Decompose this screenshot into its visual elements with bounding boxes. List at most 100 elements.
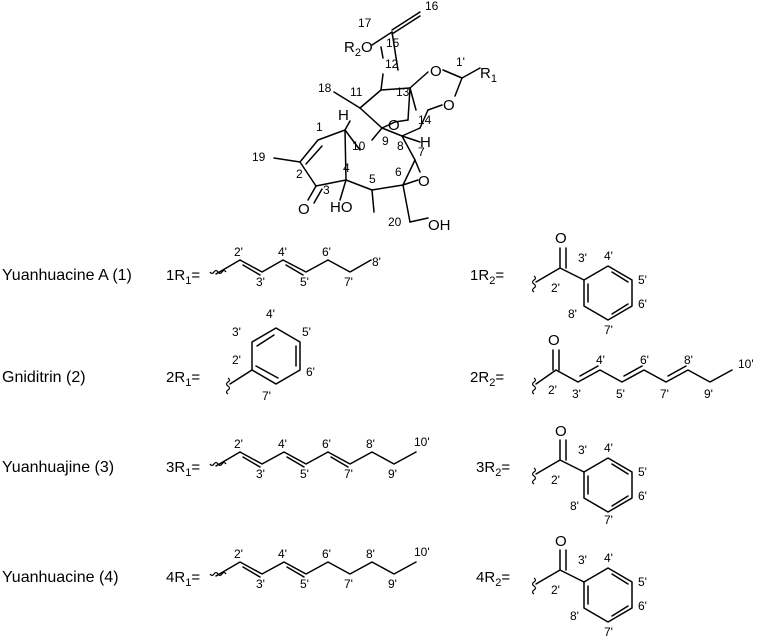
atom-number-label: O: [555, 423, 567, 440]
phenyl-group: [229, 369, 253, 385]
atom-number-label: 9': [388, 467, 397, 481]
atom-number-label: 6': [638, 599, 647, 613]
atom-number-label: O: [555, 230, 567, 247]
atom-number-label: 2': [551, 583, 560, 597]
row-yuanhuacine: Yuanhuacine (4) 4R1= 2' 3' 4' 5' 6' 7' 8…: [2, 533, 647, 639]
core-number: 12: [385, 57, 399, 71]
atom-number-label: 2': [551, 473, 560, 487]
bond-line: [242, 264, 304, 276]
bond-line: [371, 189, 375, 213]
bond-line: [242, 566, 305, 578]
bond-line: [317, 129, 346, 141]
bond-line: [391, 31, 399, 71]
atom-number-label: 4': [266, 307, 275, 321]
bond-line: [442, 69, 463, 79]
bond-line: [531, 467, 537, 485]
atom-number-label: 8': [372, 255, 381, 269]
bond-line: [401, 135, 421, 143]
benzoyl-group: [535, 549, 585, 585]
atom-number-label: 7': [344, 467, 353, 481]
bond-line: [583, 457, 633, 513]
atom-number-label: 10': [414, 545, 430, 559]
core-number: 14: [418, 113, 432, 127]
atom-number-label: 5': [638, 575, 647, 589]
bond-line: [427, 104, 443, 111]
bond-line: [381, 127, 403, 137]
core-number: 8: [397, 139, 404, 153]
atom-number-label: 4': [278, 547, 287, 561]
core-number: 1': [456, 55, 465, 69]
core-number: 19: [252, 150, 266, 164]
atom-number-label: 2': [234, 437, 243, 451]
atom-number-label: O: [548, 332, 560, 349]
atom-number-label: 7': [604, 625, 613, 639]
compound-name: Gniditrin (2): [2, 369, 86, 386]
core-number: 13: [396, 85, 410, 99]
bond-line: [315, 179, 347, 187]
bond-line: [402, 184, 411, 223]
hydrogen-c8: H: [420, 134, 431, 151]
atom-number-label: 5': [300, 577, 309, 591]
atom-number-label: 5': [302, 325, 311, 339]
bond-line: [359, 107, 383, 129]
bond-line: [359, 89, 382, 109]
atom-number-label: 4': [604, 441, 613, 455]
bond-line: [299, 161, 317, 187]
bond-line: [225, 377, 231, 395]
core-structure: [273, 11, 481, 223]
r2-substituent-label: 2R2=: [470, 369, 504, 389]
benzoyl-group: [535, 247, 585, 283]
bond-line: [371, 127, 383, 141]
bond-line: [381, 121, 396, 129]
compound-name: Yuanhuajine (3): [2, 459, 114, 476]
oxygen-ketone: O: [298, 201, 310, 218]
atom-number-label: 6': [640, 353, 649, 367]
bond-line: [401, 135, 416, 161]
atom-number-label: 4': [604, 551, 613, 565]
benzoyl-group: [535, 439, 585, 475]
atom-number-label: 9': [388, 577, 397, 591]
oxygen-b: O: [443, 97, 455, 114]
bond-line: [587, 573, 629, 617]
decatrienoyl-chain: [535, 369, 733, 385]
bond-line: [583, 265, 633, 321]
row-yuanhuajine: Yuanhuajine (3) 3R1= 2' 3' 4' 5' 6' 7' 8…: [2, 423, 647, 527]
bond-line: [587, 271, 629, 315]
bond-line: [579, 365, 687, 377]
atom-number-label: 6': [322, 245, 331, 259]
core-numbering: 16 17 15 12 1' 18 11 13 14 9 8 7 1 10 19…: [252, 0, 465, 229]
oxygen-bridge: O: [388, 117, 400, 134]
atom-number-label: 2': [548, 383, 557, 397]
atom-number-label: 4': [278, 437, 287, 451]
bond-line: [461, 67, 481, 79]
r2-substituent-label: 3R2=: [476, 459, 510, 479]
bond-line: [380, 46, 384, 59]
bond-line: [255, 334, 297, 379]
atom-number-label: 3': [572, 387, 581, 401]
atom-number-label: 8': [366, 437, 375, 451]
bond-line: [552, 349, 560, 371]
core-number: 2: [296, 167, 303, 181]
atom-number-label: 3': [578, 251, 587, 265]
atom-number-label: 5': [300, 275, 309, 289]
atom-number-label: 4': [278, 245, 287, 259]
atom-number-label: 4': [596, 353, 605, 367]
atom-number-label: 9': [704, 387, 713, 401]
atom-number-label: 3': [256, 275, 265, 289]
core-number: 3: [323, 183, 330, 197]
oxygen-epoxide: O: [418, 173, 430, 190]
core-number: 11: [350, 85, 363, 99]
core-number: 9: [382, 134, 389, 148]
atom-number-label: 10': [738, 357, 754, 371]
bond-line: [409, 71, 429, 89]
core-number: 6: [395, 165, 402, 179]
bond-line: [344, 120, 351, 131]
atom-number-label: 3': [578, 553, 587, 567]
atom-number-label: 6': [638, 297, 647, 311]
atom-number-label: 7': [344, 577, 353, 591]
core-number: 4: [343, 161, 350, 175]
r2-label: R2O: [344, 39, 373, 59]
core-number: 17: [358, 16, 372, 30]
compound-name: Yuanhuacine A (1): [2, 267, 132, 284]
